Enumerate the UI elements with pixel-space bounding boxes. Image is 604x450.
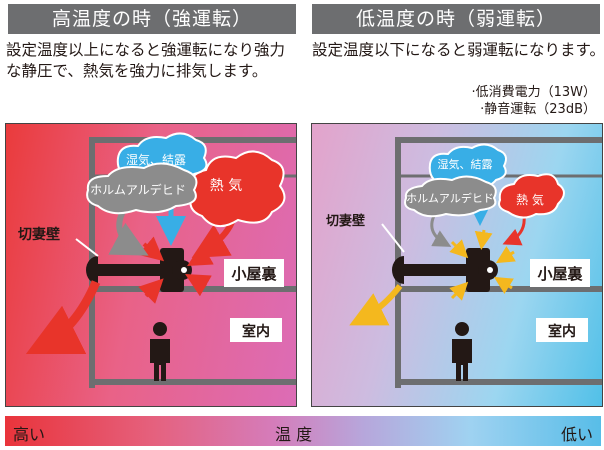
room-label-box [230,318,282,342]
high-temp-title: 高温度の時（強運転） [8,4,296,34]
temperature-scale-bar: 高い 温 度 低い [5,416,601,446]
formaldehyde-label: ホルムアルデヒド [406,191,494,205]
weak-airflow-arrows [449,229,516,301]
fan-unit [160,248,192,292]
attic-label-box [530,259,590,287]
gable-vent [86,256,98,284]
high-temp-diagram-svg: 熱 気 湿気、結露 ホルムアルデヒド 切妻壁 小屋裏 室内 [18,132,296,388]
scale-low-label: 低い [560,425,593,444]
heat-arrow [502,215,526,246]
gable-wall-label: 切妻壁 [18,226,60,243]
attic-label-box [224,259,284,287]
heat-label: 熱 気 [210,178,242,194]
formaldehyde-cloud [404,175,497,218]
person-icon [150,322,170,381]
quiet-operation-spec: ·静音運転（23dB） [480,102,596,117]
formaldehyde-label: ホルムアルデヒド [90,182,186,197]
duct [98,264,160,276]
high-temp-diagram: 熱 気 湿気、結露 ホルムアルデヒド 切妻壁 小屋裏 室内 [5,123,297,407]
attic-label: 小屋裏 [231,265,277,283]
gable-wall-leader [381,223,405,253]
low-power-spec: ·低消費電力（13W） [471,85,596,100]
heat-cloud [189,150,286,227]
formaldehyde-cloud [86,162,198,215]
moisture-label: 湿気、結露 [438,157,493,171]
exhaust-arrow [25,280,101,355]
room-label: 室内 [548,323,576,340]
moisture-label: 湿気、結露 [126,152,186,167]
scale-high-label: 高い [13,425,46,444]
person-icon [452,322,472,381]
scale-temperature-label: 温 度 [275,425,313,444]
room-label-box [536,318,588,342]
duct [404,264,466,276]
room-label: 室内 [242,323,270,340]
low-temp-title: 低温度の時（弱運転） [312,4,600,34]
exhaust-arrow [349,284,403,326]
heat-label: 熱 気 [516,192,544,207]
heat-cloud [498,173,565,219]
fan-unit [466,248,498,292]
gable-wall-leader [75,238,99,257]
gable-vent [392,256,404,284]
low-temp-description: 設定温度以下になると弱運転になります。 [312,41,604,59]
house-frame [395,137,602,388]
high-temp-description: 設定温度以上になると強運転になり強力な静圧で、熱気を強力に排気します。 [6,41,286,80]
low-temp-diagram: 熱 気 湿気、結露 ホルムアルデヒド 切妻壁 小屋裏 室内 [311,123,603,407]
gable-wall-label: 切妻壁 [326,213,365,229]
attic-label: 小屋裏 [537,265,583,283]
low-temp-diagram-svg: 熱 気 湿気、結露 ホルムアルデヒド 切妻壁 小屋裏 室内 [326,137,602,388]
